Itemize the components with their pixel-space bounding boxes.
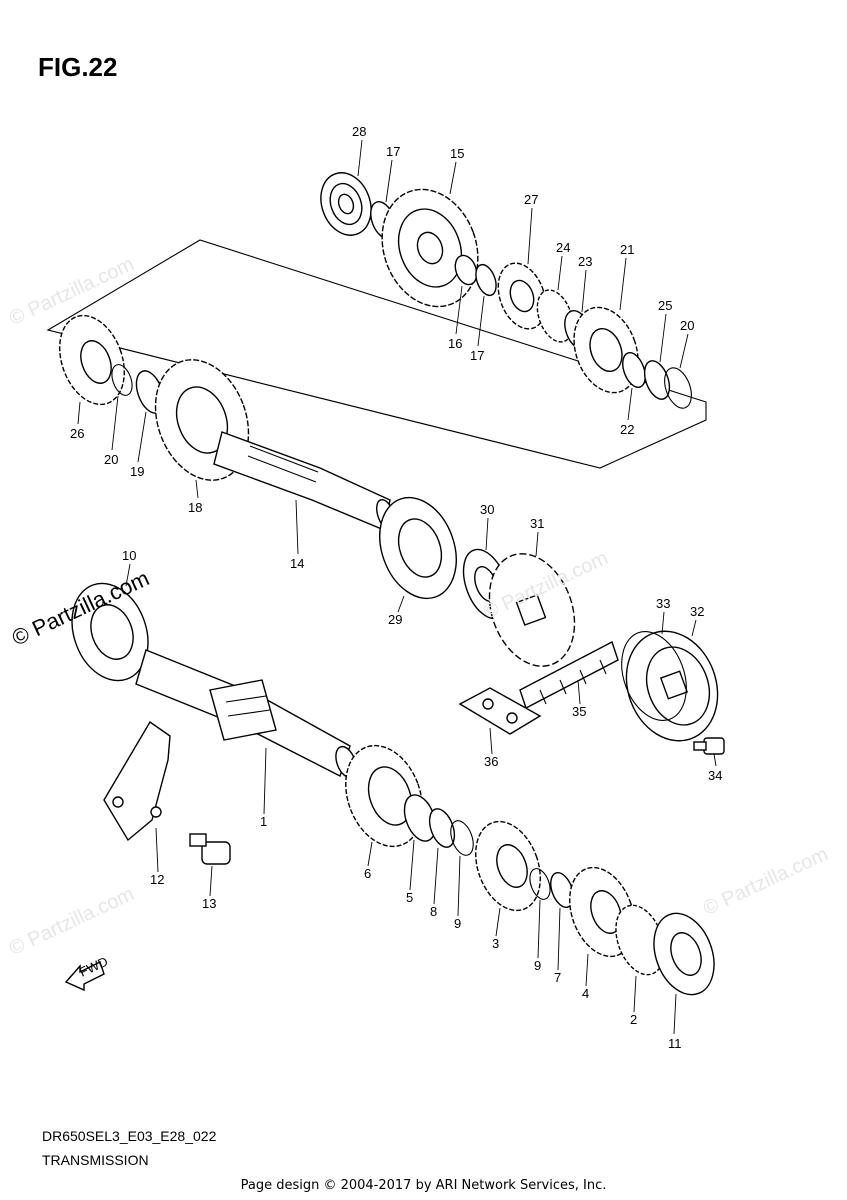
washer-17-lower[interactable] [472,262,500,298]
callout-27[interactable]: 27 [524,192,538,207]
callout-21[interactable]: 21 [620,242,634,257]
callout-15[interactable]: 15 [450,146,464,161]
chain-joint-36[interactable] [458,687,542,735]
circlip-9-upper[interactable] [446,818,477,859]
callout-35[interactable]: 35 [572,704,586,719]
circlip-20-upper[interactable] [660,364,697,412]
bearing-10[interactable] [59,573,161,692]
callout-18[interactable]: 18 [188,500,202,515]
callout-11[interactable]: 11 [668,1036,682,1051]
callout-2[interactable]: 2 [630,1012,637,1027]
callout-17-lower[interactable]: 17 [470,348,484,363]
callout-17-upper[interactable]: 17 [386,144,400,159]
callout-16[interactable]: 16 [448,336,462,351]
callout-5[interactable]: 5 [406,890,413,905]
callout-29[interactable]: 29 [388,612,402,627]
callout-31[interactable]: 31 [530,516,544,531]
gear-3[interactable] [464,813,552,920]
callout-36[interactable]: 36 [484,754,498,769]
countershaft-14[interactable] [213,431,399,533]
gear-6[interactable] [332,735,435,857]
callout-34[interactable]: 34 [708,768,722,783]
callout-10[interactable]: 10 [122,548,136,563]
washer-22[interactable] [618,350,649,391]
screw-13[interactable] [189,833,231,865]
callout-13[interactable]: 13 [202,896,216,911]
gear-24[interactable] [531,285,580,347]
callout-25[interactable]: 25 [658,298,672,313]
callout-9-upper[interactable]: 9 [454,916,461,931]
callout-32[interactable]: 32 [690,604,704,619]
circlip-20-lower[interactable] [108,362,136,398]
callout-14[interactable]: 14 [290,556,304,571]
callout-20-lower[interactable]: 20 [104,452,118,467]
callout-26[interactable]: 26 [70,426,84,441]
diagram-code: DR650SEL3_E03_E28_022 [42,1128,217,1144]
callout-19[interactable]: 19 [130,464,144,479]
callout-6[interactable]: 6 [364,866,371,881]
bolt-34[interactable] [693,737,725,755]
gear-26[interactable] [48,307,136,414]
washer-25[interactable] [640,357,674,402]
callout-12[interactable]: 12 [150,872,164,887]
drive-chain-35[interactable] [519,640,619,710]
gear-21[interactable] [563,298,649,401]
callout-1[interactable]: 1 [260,814,267,829]
countershaft-frame [46,239,707,469]
page-credit: Page design © 2004-2017 by ARI Network S… [240,1178,607,1193]
bearing-29[interactable] [366,487,469,609]
callout-20-upper[interactable]: 20 [680,318,694,333]
callout-23[interactable]: 23 [578,254,592,269]
bearing-28[interactable] [313,166,380,243]
bushing-16[interactable] [451,252,480,287]
gear-15[interactable] [366,176,493,320]
callout-24[interactable]: 24 [556,240,570,255]
callout-30[interactable]: 30 [480,502,494,517]
leader-lines [77,139,717,1035]
callout-33[interactable]: 33 [656,596,670,611]
gear-27[interactable] [490,257,555,336]
engine-sprocket-31[interactable] [475,542,590,678]
bearing-stopper-12[interactable] [103,720,171,842]
callout-3[interactable]: 3 [492,936,499,951]
fwd-arrow-icon [64,961,105,992]
callout-8[interactable]: 8 [430,904,437,919]
callout-7[interactable]: 7 [554,970,561,985]
o-ring-33[interactable] [610,623,698,730]
driveshaft-1[interactable] [135,649,360,780]
callout-28[interactable]: 28 [352,124,366,139]
callout-22[interactable]: 22 [620,422,634,437]
diagram-name: TRANSMISSION [42,1152,149,1168]
callout-4[interactable]: 4 [582,986,589,1001]
sprocket-cover-32[interactable] [612,618,733,753]
bearing-11[interactable] [643,905,724,1003]
circlip-9-lower[interactable] [526,866,554,902]
callout-9-lower[interactable]: 9 [534,958,541,973]
figure-title: FIG.22 [38,52,118,82]
